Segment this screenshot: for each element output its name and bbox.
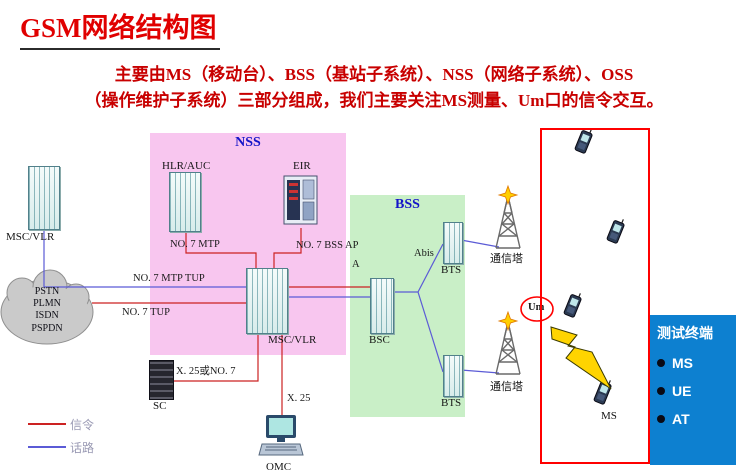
eir-equipment-icon: [283, 175, 318, 225]
bsc-label: BSC: [369, 334, 390, 346]
comm-tower-label-top: 通信塔: [490, 253, 523, 265]
hlr-auc-cabinet-icon: [169, 172, 201, 232]
iface-no7-bss-ap: NO. 7 BSS AP: [296, 240, 359, 251]
iface-no7-tup: NO. 7 TUP: [122, 307, 170, 318]
iface-abis: Abis: [414, 248, 434, 259]
msc-vlr-left-cabinet-icon: [28, 166, 60, 230]
hlr-auc-label: HLR/AUC: [162, 160, 211, 172]
bts-cabinet-icon-bottom: [443, 355, 463, 397]
ms-highlight-frame: [540, 128, 650, 464]
comm-tower-label-bottom: 通信塔: [490, 381, 523, 393]
legend-voice-line: [28, 446, 66, 448]
bullet-icon: [657, 387, 665, 395]
comm-tower-icon-top: [495, 185, 521, 249]
omc-label: OMC: [266, 461, 292, 473]
iface-x25: X. 25: [287, 393, 311, 404]
msc-vlr-center-cabinet-icon: [246, 268, 288, 334]
bsc-cabinet-icon: [370, 278, 394, 334]
bullet-icon: [657, 415, 665, 423]
page-title: GSM网络结构图: [20, 6, 220, 50]
test-terminal-title: 测试终端: [657, 325, 713, 341]
bss-group-label: BSS: [395, 197, 420, 212]
legend-signal-line: [28, 423, 66, 425]
ms-label: MS: [601, 410, 617, 422]
nss-group-label: NSS: [235, 135, 261, 150]
iface-um: Um: [528, 302, 545, 313]
bts-label-bottom: BTS: [441, 397, 462, 409]
test-terminal-panel: 测试终端 MS UE AT: [650, 315, 736, 465]
eir-label: EIR: [293, 160, 311, 172]
iface-no7-mtp: NO. 7 MTP: [170, 239, 220, 250]
subtitle-line-2: （操作维护子系统）三部分组成，我们主要关注MS测量、Um口的信令交互。: [84, 91, 664, 111]
bts-label-top: BTS: [441, 264, 462, 276]
cloud-line-pspdn: PSPDN: [31, 322, 63, 334]
comm-tower-icon-bottom: [495, 311, 521, 375]
test-terminal-item-ue: UE: [657, 383, 729, 399]
test-terminal-item-ms: MS: [657, 355, 729, 371]
test-terminal-item-at: AT: [657, 411, 729, 427]
bullet-icon: [657, 359, 665, 367]
cloud-line-plmn: PLMN: [33, 298, 61, 310]
bts-cabinet-icon-top: [443, 222, 463, 264]
omc-computer-icon: [258, 415, 304, 456]
test-terminal-item-label: MS: [672, 355, 693, 371]
test-terminal-item-label: AT: [672, 411, 690, 427]
iface-x25-or-no7: X. 25或NO. 7: [176, 366, 236, 377]
cloud-line-isdn: ISDN: [35, 310, 59, 322]
test-terminal-item-label: UE: [672, 383, 692, 399]
iface-a: A: [352, 259, 360, 270]
sc-server-icon: [149, 360, 174, 400]
msc-vlr-center-label: MSC/VLR: [268, 334, 317, 346]
subtitle-line-1: 主要由MS（移动台）、BSS（基站子系统）、NSS（网络子系统）、OSS: [114, 65, 634, 84]
pstn-cloud-label: PSTN PLMN ISDN PSPDN: [14, 286, 80, 335]
iface-no7-mtp-tup: NO. 7 MTP TUP: [133, 273, 205, 284]
subtitle: 主要由MS（移动台）、BSS（基站子系统）、NSS（网络子系统）、OSS （操作…: [28, 62, 720, 115]
cloud-line-pstn: PSTN: [34, 286, 60, 297]
sc-label: SC: [153, 400, 167, 412]
legend-voice-label: 话路: [70, 441, 95, 455]
msc-vlr-left-label: MSC/VLR: [6, 231, 55, 243]
legend-signal-label: 信令: [70, 418, 95, 432]
